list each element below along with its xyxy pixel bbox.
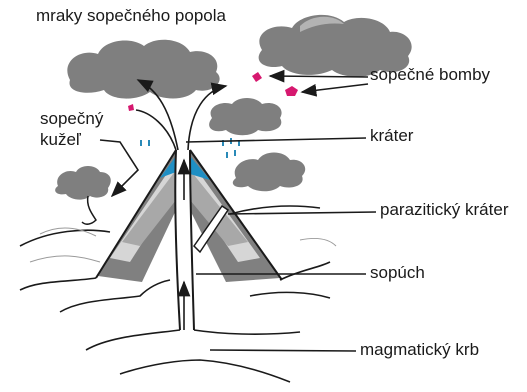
label-ash-clouds: mraky sopečného popola <box>36 6 226 26</box>
label-volcanic-cone-line1: sopečný <box>40 109 103 129</box>
label-magma-chamber: magmatický krb <box>360 340 479 360</box>
label-volcanic-cone-line2: kužeľ <box>40 130 81 150</box>
ash-cloud-middle <box>209 98 281 135</box>
label-crater: kráter <box>370 126 413 146</box>
label-parasitic-crater: parazitický kráter <box>380 200 508 220</box>
label-conduit: sopúch <box>370 263 425 283</box>
ash-cloud-small-left <box>55 166 111 224</box>
ash-cloud-left <box>67 40 219 99</box>
label-volcanic-bombs: sopečné bomby <box>370 65 490 85</box>
ash-cloud-small-right <box>233 153 305 192</box>
